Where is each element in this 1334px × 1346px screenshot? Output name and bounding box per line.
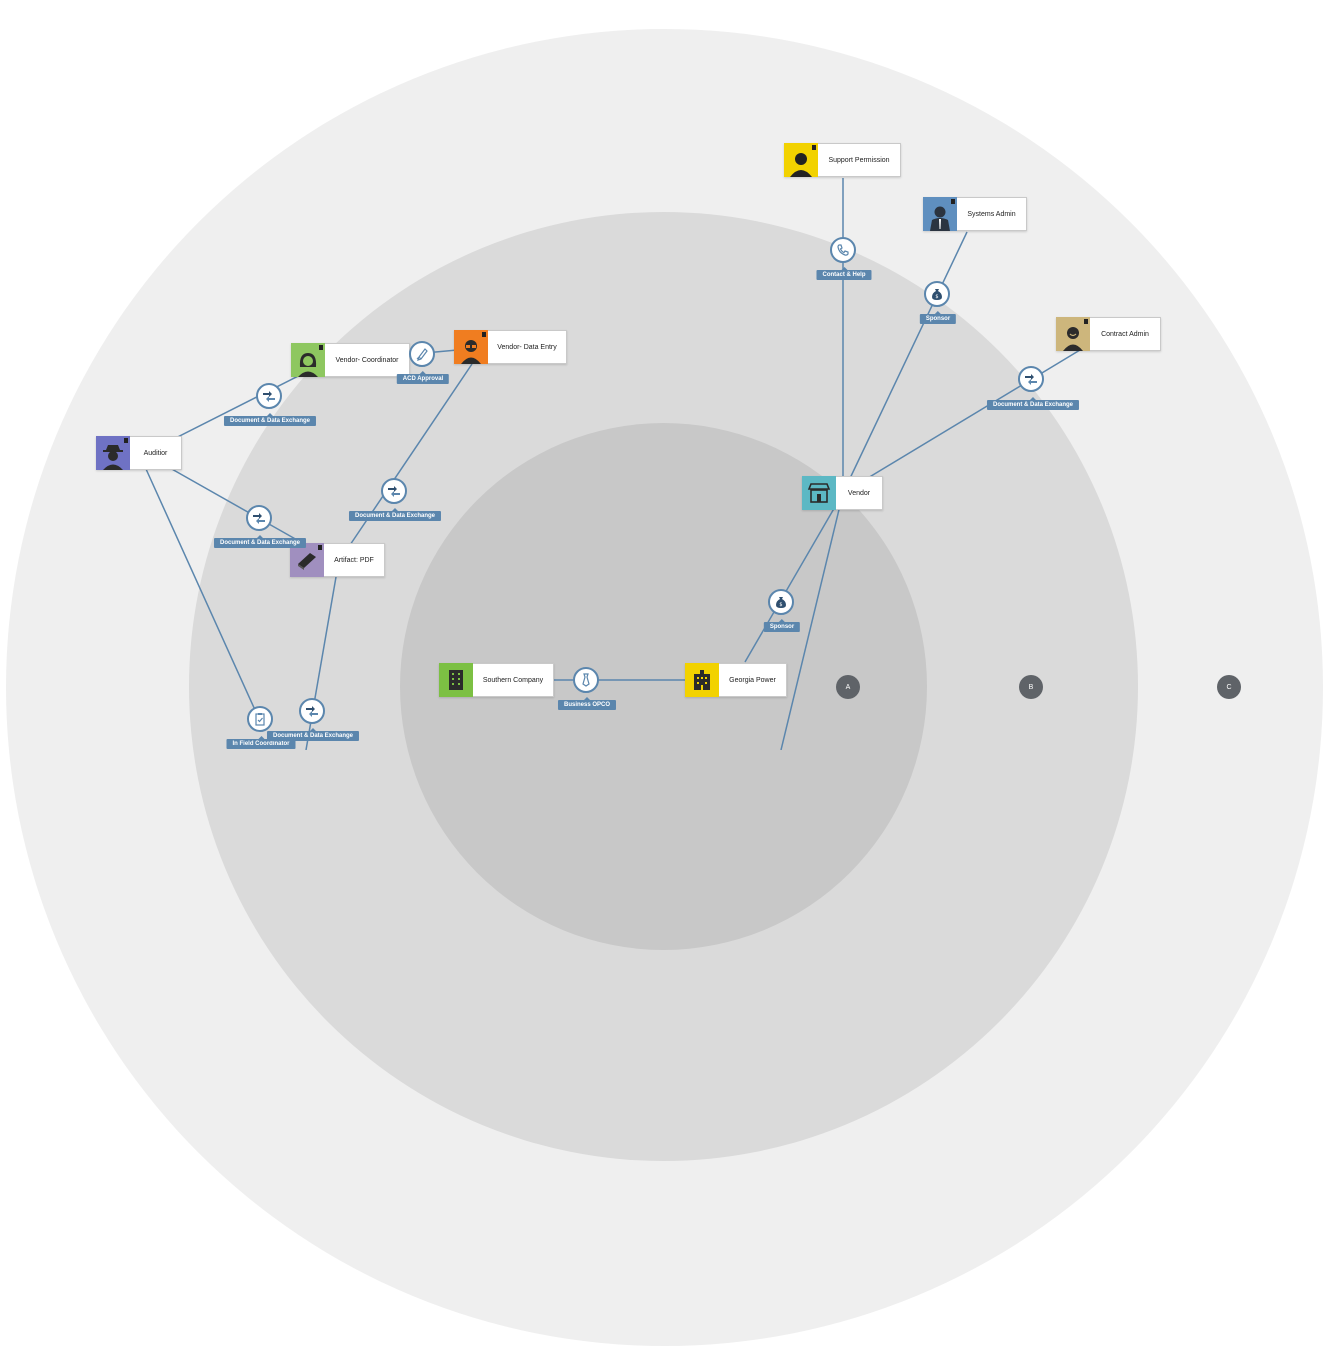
node-vendor-coordinator[interactable]: Vendor- Coordinator bbox=[291, 343, 410, 377]
svg-text:$: $ bbox=[779, 602, 782, 608]
exchange-arrows-icon bbox=[1025, 374, 1037, 385]
woman-icon bbox=[291, 343, 325, 377]
exchange-arrows-icon bbox=[263, 391, 275, 402]
connector-doc-entry[interactable] bbox=[381, 478, 407, 504]
connector-doc-contract[interactable] bbox=[1018, 366, 1044, 392]
link bbox=[744, 492, 844, 663]
exchange-arrows-icon bbox=[388, 486, 400, 497]
node-label: Southern Company bbox=[482, 676, 544, 684]
book-icon bbox=[290, 543, 324, 577]
connector-label: Sponsor bbox=[919, 311, 957, 324]
connector-label: Document & Data Exchange bbox=[266, 728, 360, 741]
svg-text:$: $ bbox=[935, 294, 938, 300]
money-bag-icon: $ bbox=[932, 289, 942, 300]
ring-marker-c[interactable]: C bbox=[1217, 675, 1241, 699]
connector-acd-approval[interactable] bbox=[409, 341, 435, 367]
link bbox=[780, 492, 844, 750]
connector-label: In Field Coordinator bbox=[226, 736, 296, 749]
person-yellow-icon bbox=[784, 143, 818, 177]
link-layer bbox=[145, 178, 1081, 750]
detective-icon bbox=[96, 436, 130, 470]
link bbox=[305, 576, 337, 750]
link bbox=[169, 467, 307, 546]
node-label: Support Permission bbox=[828, 156, 890, 164]
office-building-icon bbox=[439, 663, 473, 697]
node-systems-admin[interactable]: Systems Admin bbox=[923, 197, 1027, 231]
connector-business-opco[interactable] bbox=[573, 667, 599, 693]
connector-contact-help[interactable] bbox=[830, 237, 856, 263]
link bbox=[842, 349, 1081, 494]
node-label: Georgia Power bbox=[729, 676, 776, 684]
storefront-icon bbox=[802, 476, 836, 510]
connector-label: Contact & Help bbox=[816, 267, 872, 280]
connector-doc-artifact[interactable] bbox=[246, 505, 272, 531]
clipboard-icon bbox=[255, 713, 265, 726]
node-label: Vendor bbox=[847, 489, 871, 497]
connector-sponsor-bottom[interactable]: $ bbox=[768, 589, 794, 615]
node-vendor[interactable]: Vendor bbox=[802, 476, 883, 510]
connector-doc-bottom[interactable] bbox=[299, 698, 325, 724]
connector-sponsor-top[interactable]: $ bbox=[924, 281, 950, 307]
tie-icon bbox=[582, 673, 590, 687]
node-georgia-power[interactable]: Georgia Power bbox=[685, 663, 787, 697]
node-vendor-data-entry[interactable]: Vendor- Data Entry bbox=[454, 330, 567, 364]
node-artifact-pdf[interactable]: Artifact: PDF bbox=[290, 543, 385, 577]
node-label: Vendor- Data Entry bbox=[497, 343, 557, 351]
link bbox=[145, 468, 256, 711]
pen-icon bbox=[416, 348, 428, 361]
connector-doc-coordinator[interactable] bbox=[256, 383, 282, 409]
node-label: Artifact: PDF bbox=[334, 556, 374, 564]
connector-label: Business OPCO bbox=[557, 697, 617, 710]
connector-in-field[interactable] bbox=[247, 706, 273, 732]
connector-label: Sponsor bbox=[763, 619, 801, 632]
link bbox=[842, 231, 968, 494]
node-label: Vendor- Coordinator bbox=[335, 356, 399, 364]
money-bag-icon: $ bbox=[776, 597, 786, 608]
node-label: Contract Admin bbox=[1101, 330, 1149, 338]
ring-marker-a[interactable]: A bbox=[836, 675, 860, 699]
person-smile-icon bbox=[1056, 317, 1090, 351]
node-support-permission[interactable]: Support Permission bbox=[784, 143, 901, 177]
connector-label: Document & Data Exchange bbox=[986, 397, 1080, 410]
node-label: Systems Admin bbox=[967, 210, 1016, 218]
node-auditor[interactable]: Auditior bbox=[96, 436, 182, 470]
businessman-icon bbox=[923, 197, 957, 231]
connector-label: Document & Data Exchange bbox=[223, 413, 317, 426]
ring-marker-b[interactable]: B bbox=[1019, 675, 1043, 699]
connector-label: ACD Approval bbox=[396, 371, 450, 384]
diagram-canvas: Support Permission Systems Admin Contrac… bbox=[6, 29, 1323, 1346]
node-southern-company[interactable]: Southern Company bbox=[439, 663, 554, 697]
node-label: Auditior bbox=[143, 449, 168, 457]
building-icon bbox=[685, 663, 719, 697]
connector-label: Document & Data Exchange bbox=[213, 535, 307, 548]
node-contract-admin[interactable]: Contract Admin bbox=[1056, 317, 1161, 351]
exchange-arrows-icon bbox=[253, 513, 265, 524]
connector-label: Document & Data Exchange bbox=[348, 508, 442, 521]
person-glasses-icon bbox=[454, 330, 488, 364]
exchange-arrows-icon bbox=[306, 706, 318, 717]
phone-icon bbox=[837, 244, 849, 256]
